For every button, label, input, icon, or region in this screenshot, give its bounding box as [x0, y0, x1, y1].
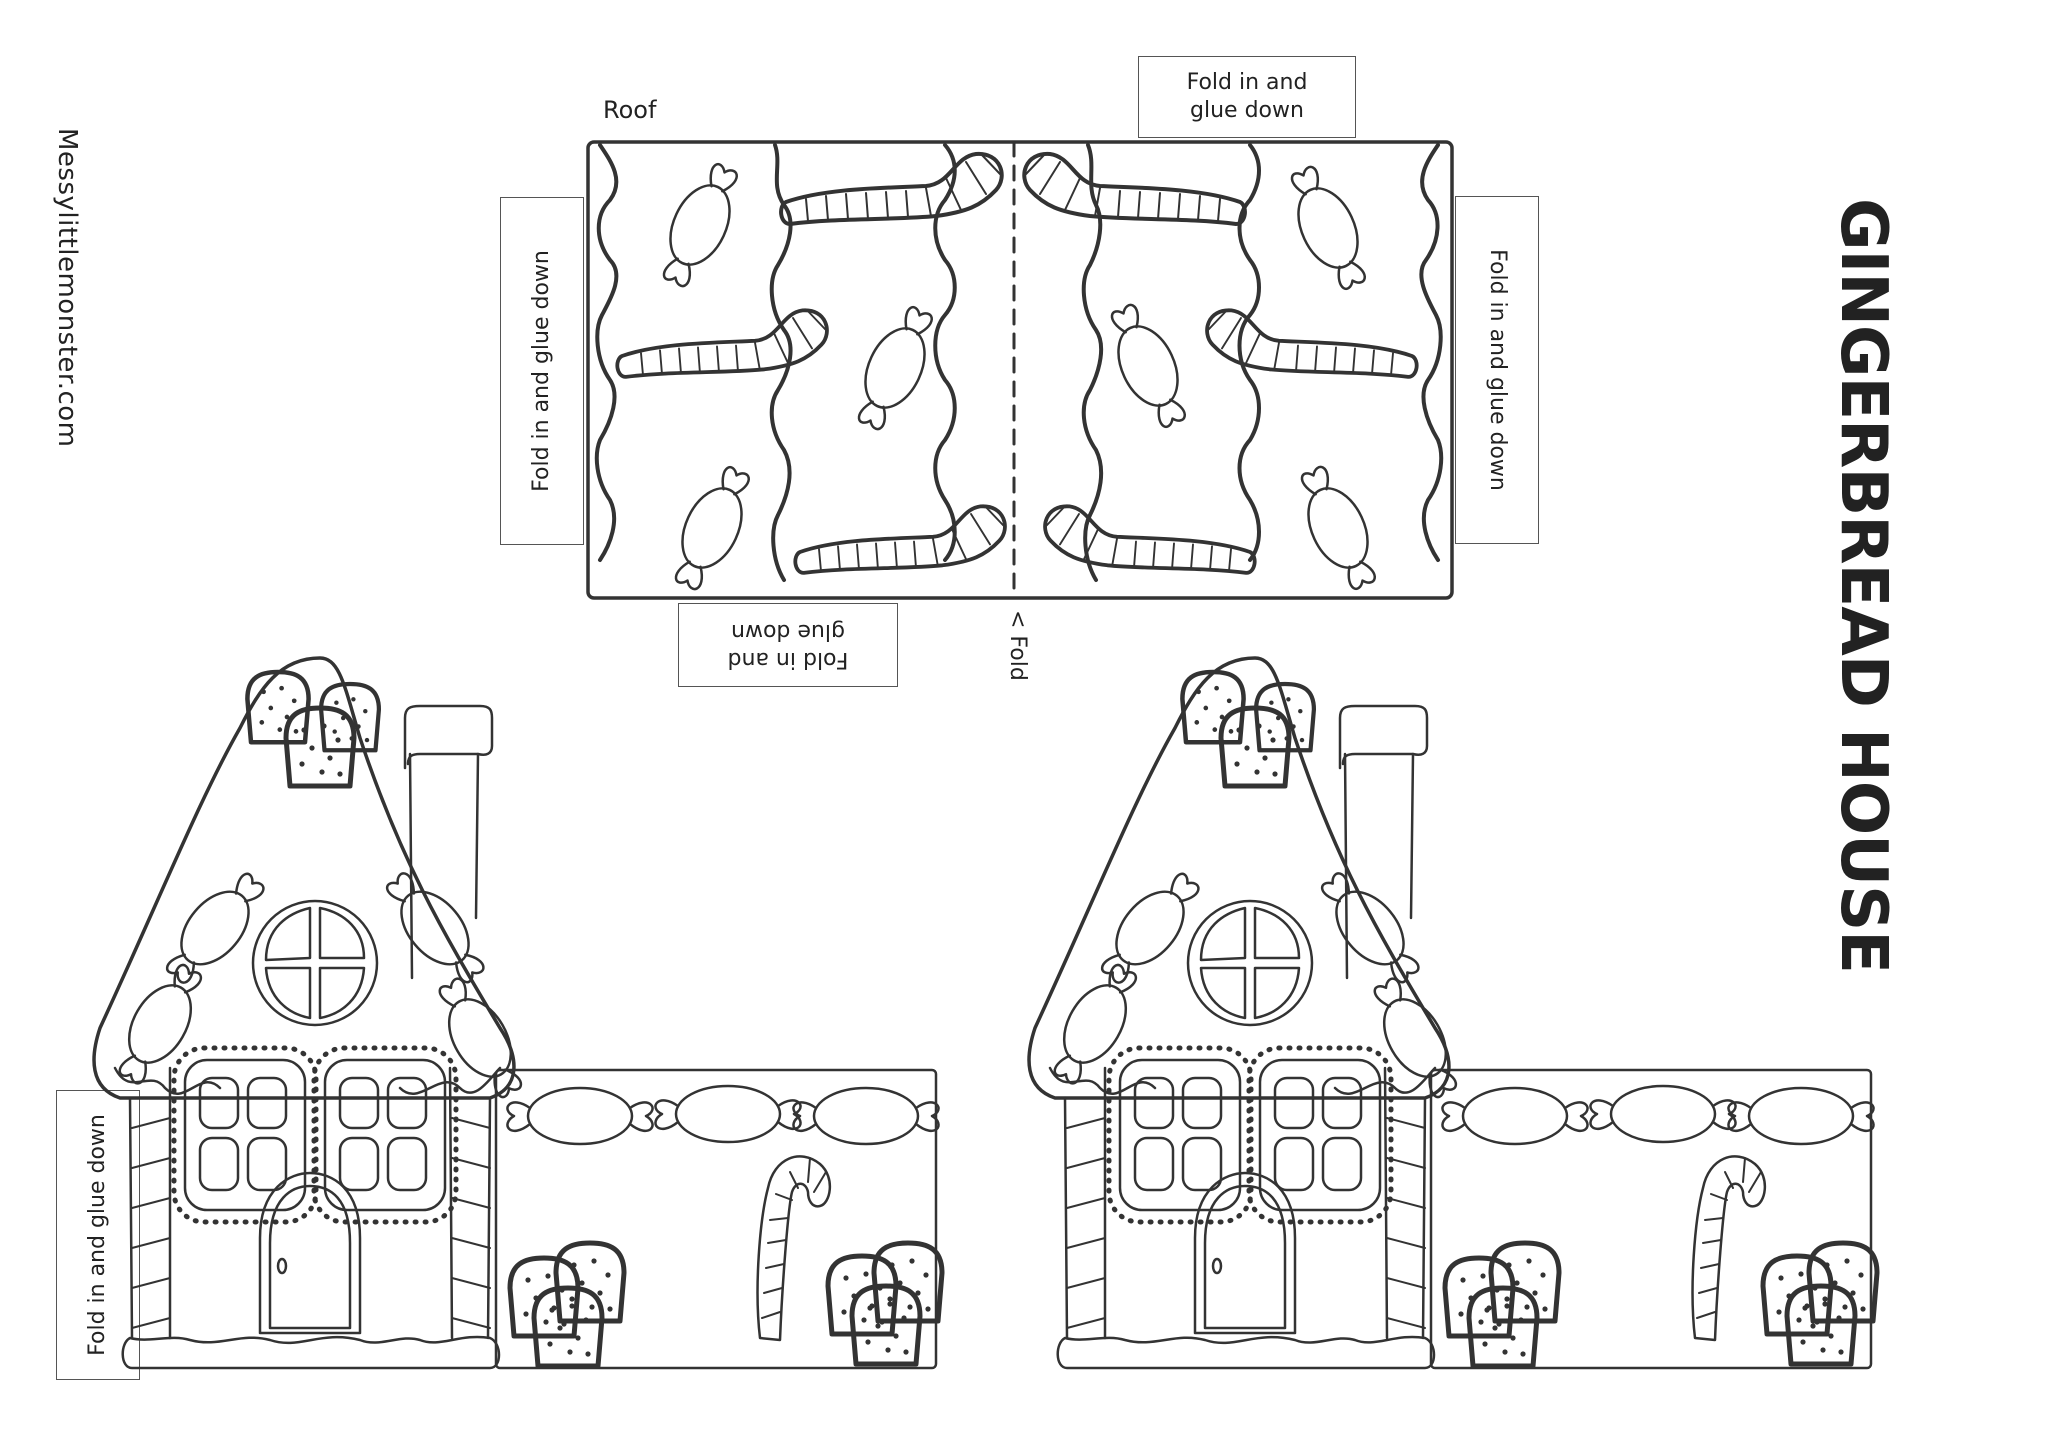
roof-label: Roof — [603, 96, 657, 124]
roof-left-tab: Fold in and glue down — [500, 197, 584, 545]
roof-top-tab-line-2: glue down — [1190, 98, 1304, 123]
roof-right-tab: Fold in and glue down — [1455, 196, 1539, 544]
roof-top-tab: Fold in and glue down — [1138, 56, 1356, 138]
roof-top-tab-line-1: Fold in and — [1186, 70, 1308, 95]
roof-icing-columns — [594, 143, 1444, 582]
house-left-tab: Fold in and glue down — [56, 1090, 140, 1380]
roof-panel — [586, 140, 1454, 600]
